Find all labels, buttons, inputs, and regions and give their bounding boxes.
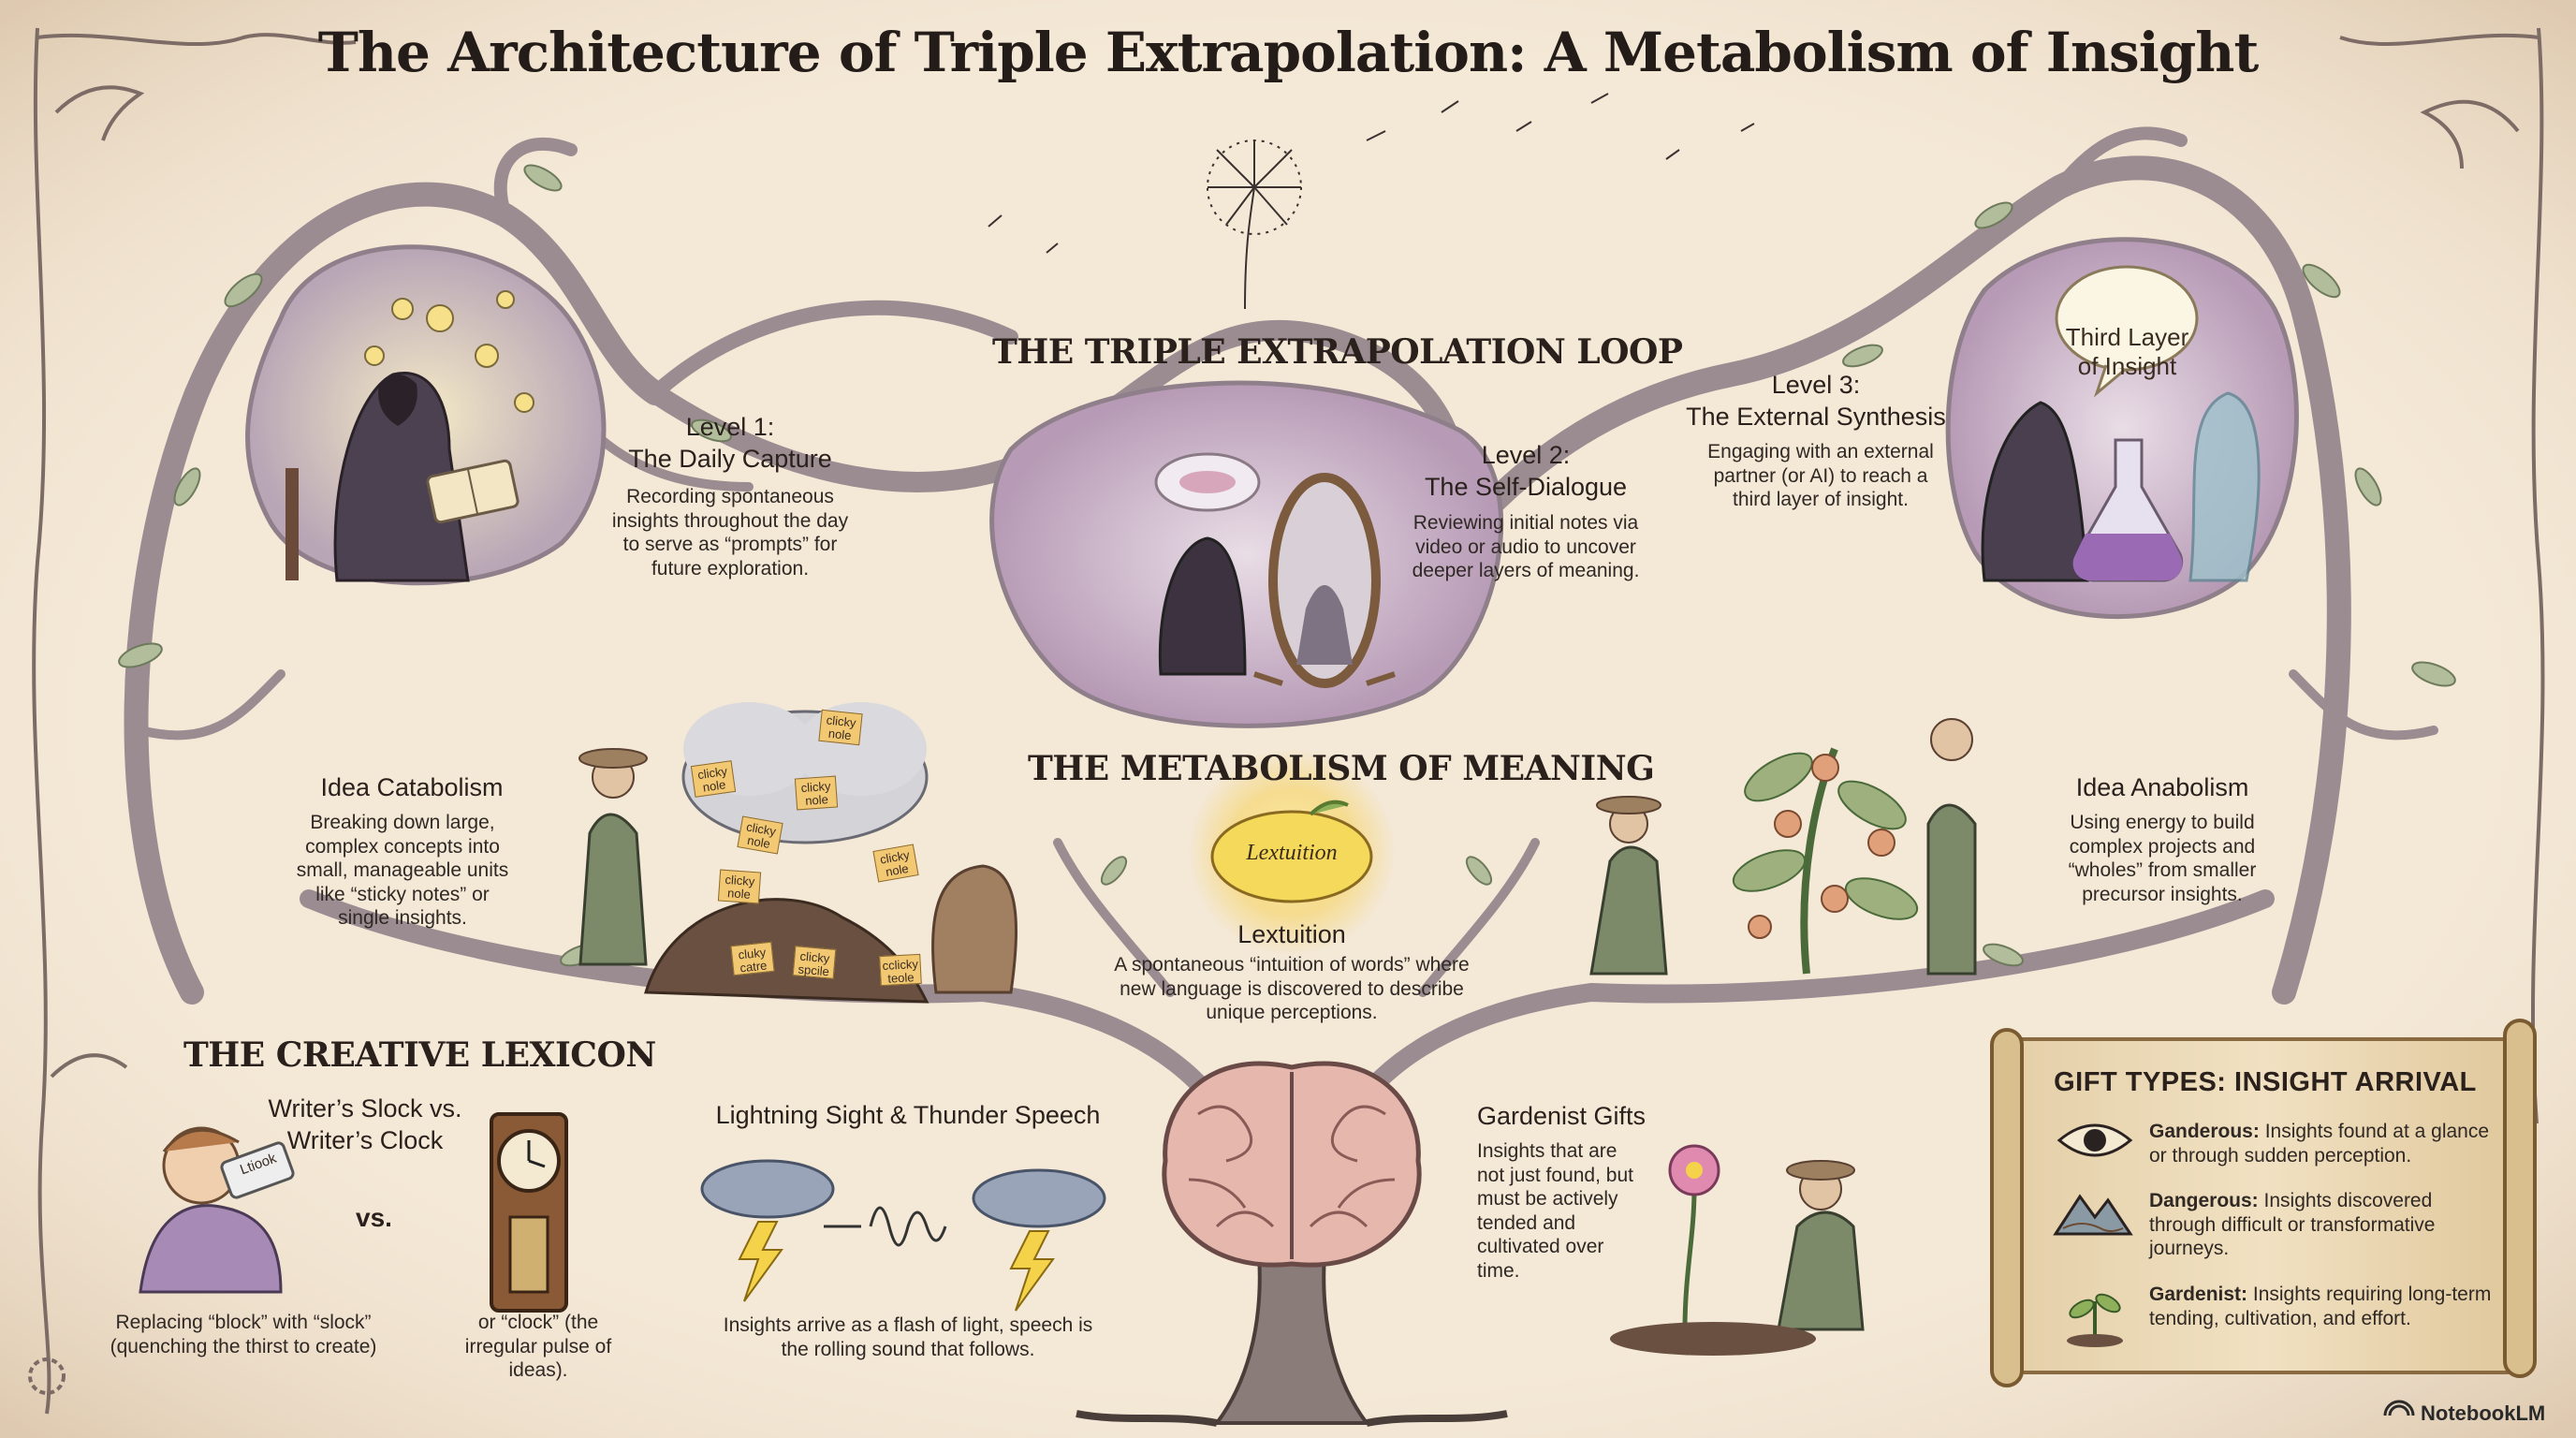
dandelion [988,93,1755,310]
compost-note: cluky catre [730,941,775,976]
storm-clouds [700,1159,1106,1312]
lightning-caption: Insights arrive as a flash of light, spe… [723,1314,1093,1360]
idea-bulbs [364,290,534,413]
catabolism-heading: Idea Catabolism [320,773,504,801]
lexicon-section-title: THE CREATIVE LEXICON [183,1035,656,1075]
level2-bulb [989,380,1504,728]
sprout-icon [2067,1293,2123,1347]
anabolism-heading: Idea Anabolism [2075,773,2249,801]
catabolism-body: Breaking down large, complex concepts in… [296,812,509,930]
sticky-note: clicky nole [818,709,863,746]
drinking-person [139,1126,295,1294]
gift-dangerous-name: Dangerous: [2149,1190,2259,1211]
grandfather-clock [490,1112,568,1313]
level2-heading: Level 2: The Self-Dialogue [1424,441,1628,501]
gift-gardenist: Gardenist: Insights requiring long-term … [2149,1283,2497,1330]
gift-gardenist-text: Insights requiring long-term tending, cu… [2149,1284,2492,1329]
level1-body: Recording spontaneous insights throughou… [611,486,849,580]
level1-heading: Level 1: The Daily Capture [628,413,832,473]
synthesis-figures [1981,265,2261,582]
lextuition-heading: Lextuition [1237,920,1346,948]
sticky-note: clicky nole [737,815,783,855]
gardenist-heading: Gardenist Gifts [1477,1102,1647,1130]
sticky-note: clicky nole [690,760,737,798]
mountain-icon [2053,1194,2133,1236]
slock-left-caption: Replacing “block” with “slock” (quenchin… [110,1312,377,1357]
gift-ganderous-name: Ganderous: [2149,1121,2260,1142]
slock-heading: Writer’s Slock vs. Writer’s Clock [268,1094,462,1154]
gift-gardenist-name: Gardenist: [2149,1284,2248,1305]
page-title: The Architecture of Triple Extrapolation… [317,21,2260,84]
lextuition-body: A spontaneous “intuition of words” where… [1114,954,1470,1024]
gardenist-scene [1610,1144,1865,1356]
eye-icon [2056,1123,2133,1157]
notebooklm-brand: NotebookLM [2421,1401,2546,1425]
gift-dangerous-text: Insights discovered through difficult or… [2149,1190,2436,1260]
level3-body: Engaging with an external partner (or AI… [1707,441,1934,511]
lightning-heading: Lightning Sight & Thunder Speech [715,1101,1101,1129]
gift-ganderous-text: Insights found at a glance or through su… [2149,1121,2490,1167]
third-layer-bubble: Third Layer of Insight [2065,323,2189,381]
level2-body: Reviewing initial notes via video or aud… [1412,512,1640,582]
notebooklm-logo-icon [2383,1400,2415,1416]
brain-tree [1076,1061,1508,1427]
lextuition-badge: Lextuition [1246,841,1338,865]
level3-heading: Level 3: The External Synthesis [1686,371,1946,431]
loop-section-title: THE TRIPLE EXTRAPOLATION LOOP [992,332,1683,372]
hooded-reader-figure [285,372,520,582]
slock-right-caption: or “clock” (the irregular pulse of ideas… [464,1312,612,1382]
compost-note: clicky spcile [792,946,837,979]
sticky-note: clicky nole [717,869,762,904]
gear-icon [28,1357,66,1395]
vs-label: vs. [356,1203,392,1232]
sticky-note: clicky nole [794,775,839,811]
anabolism-body: Using energy to build complex projects a… [2068,812,2257,905]
compost-note: cclicky teole [879,953,922,987]
lextuition-lemon [1189,749,1395,955]
mirror-figure [1154,452,1396,688]
metabolism-section-title: THE METABOLISM OF MEANING [1028,749,1655,788]
border-vines [32,27,2545,1415]
gift-dangerous: Dangerous: Insights discovered through d… [2149,1189,2497,1261]
gardenist-body: Insights that are not just found, but mu… [1477,1140,1633,1283]
anabolism-scene [1589,718,1977,976]
gift-scroll [1990,1019,2537,1387]
gift-types-title: GIFT TYPES: INSIGHT ARRIVAL [2054,1067,2477,1097]
gift-ganderous: Ganderous: Insights found at a glance or… [2149,1120,2497,1167]
